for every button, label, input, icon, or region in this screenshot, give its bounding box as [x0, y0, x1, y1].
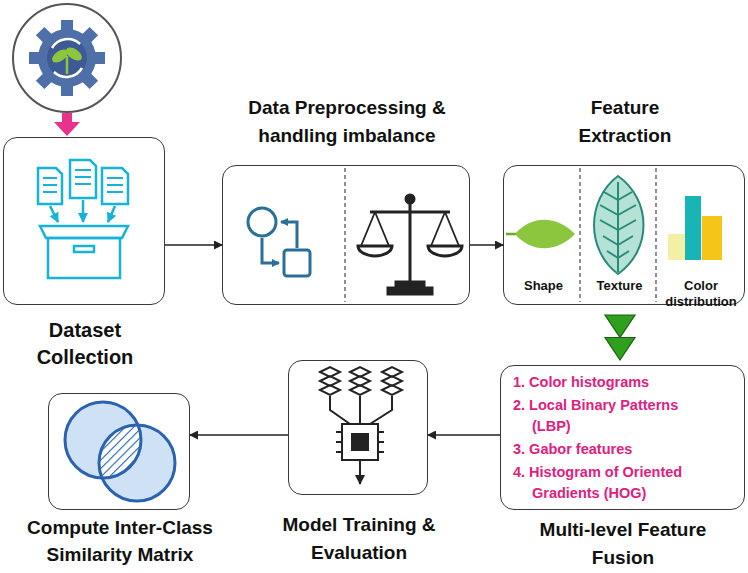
- document-icon: [70, 160, 96, 198]
- dashed-divider: [579, 168, 580, 302]
- process-arrow: [281, 222, 297, 248]
- fusion-item: 1. Color histograms: [513, 372, 741, 393]
- fusion-item: 2. Local Binary Patterns (LBP): [513, 395, 685, 437]
- feature-fusion-box: 1. Color histograms2. Local Binary Patte…: [500, 365, 745, 510]
- process-arrow: [262, 238, 279, 263]
- box-lid: [40, 226, 128, 238]
- flow-arrow: [470, 244, 503, 245]
- gear-body: [38, 29, 96, 87]
- fusion-item: 3. Gabor features: [513, 439, 741, 460]
- feature-label: Texture: [581, 278, 658, 294]
- dashed-divider: [344, 168, 345, 302]
- stage-heading: Dataset Collection: [10, 317, 160, 371]
- leaf: [64, 45, 84, 64]
- gear-emblem: [13, 4, 121, 112]
- color-bars: [668, 196, 722, 260]
- feature-extraction-box: Feature ExtractionShapeTextureColor dist…: [503, 165, 745, 305]
- flow-arrow: [605, 315, 635, 360]
- venn-icon: [65, 402, 175, 501]
- box-body: [48, 238, 120, 278]
- document-icon: [102, 168, 128, 204]
- cycle-arrow: [52, 39, 80, 48]
- shape-leaf: [506, 220, 575, 249]
- pink-arrow: [54, 113, 80, 136]
- document-icon: [38, 168, 62, 204]
- similarity-matrix-box: Compute Inter-Class Similarity Matrix: [48, 393, 190, 510]
- balance-scale: [358, 195, 462, 294]
- process-icon: [248, 208, 310, 276]
- feature-label: Color distribution: [658, 278, 744, 310]
- dataset-icon: [38, 160, 128, 278]
- cycle-arrow: [54, 68, 82, 77]
- preprocessing-box: Data Preprocessing & handling imbalance: [222, 165, 470, 305]
- process-square: [284, 250, 310, 276]
- collect-arrow: [82, 200, 85, 222]
- stage-heading: Multi-level Feature Fusion: [523, 516, 723, 572]
- fusion-item: 4. Histogram of Oriented Gradients (HOG): [513, 462, 741, 504]
- model-training-box: Model Training & Evaluation: [288, 360, 428, 495]
- leaf-stem: [66, 56, 69, 74]
- flow-arrow: [190, 434, 288, 435]
- leaf: [50, 47, 70, 66]
- process-circle: [248, 208, 276, 236]
- stage-heading: Model Training & Evaluation: [259, 511, 459, 567]
- document-lines: [43, 170, 123, 192]
- texture-leaf: [594, 176, 644, 274]
- box-handle: [74, 246, 94, 252]
- collect-arrow: [50, 206, 58, 222]
- emblem-ring: [13, 4, 121, 112]
- feature-label: Shape: [506, 278, 581, 294]
- flow-arrow: [165, 244, 222, 245]
- dataset-box: Dataset Collection: [3, 137, 165, 305]
- stage-heading: Feature Extraction: [550, 94, 700, 150]
- collect-arrow: [108, 206, 115, 222]
- gear-core: [47, 38, 87, 78]
- stage-heading: Data Preprocessing & handling imbalance: [217, 94, 477, 150]
- flow-arrow: [428, 434, 500, 435]
- model-icon: [320, 367, 402, 484]
- stage-heading: Compute Inter-Class Similarity Matrix: [9, 514, 231, 568]
- dashed-divider: [655, 168, 656, 302]
- gear-teeth: [29, 20, 105, 96]
